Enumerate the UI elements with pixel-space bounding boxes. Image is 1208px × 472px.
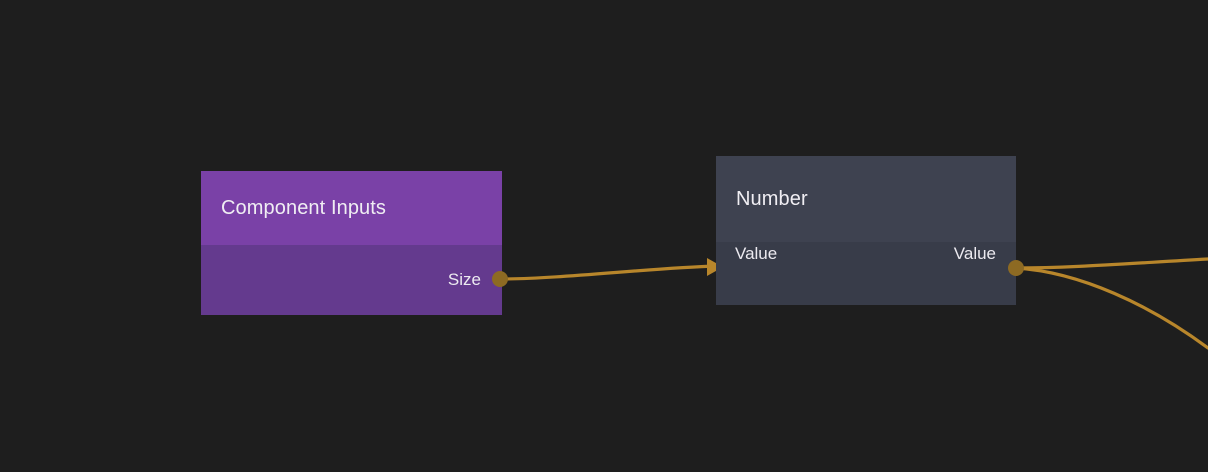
node-title: Number xyxy=(736,188,808,210)
node-component-inputs[interactable]: Component Inputs Size xyxy=(201,171,502,315)
output-port-label-value: Value xyxy=(953,243,996,263)
node-header[interactable]: Number xyxy=(716,156,1016,242)
node-title: Component Inputs xyxy=(221,197,387,219)
node-body: Size xyxy=(201,245,502,315)
edge-value-out-lower xyxy=(1014,266,1208,350)
output-port-label-size: Size xyxy=(447,269,481,289)
circle-port-icon-size-output[interactable] xyxy=(492,271,508,287)
node-body: Value Value xyxy=(716,242,1016,305)
edge-size-to-value xyxy=(498,264,718,281)
port-row-value[interactable]: Value Value xyxy=(716,242,1016,264)
output-port-row-size[interactable]: Size xyxy=(201,268,502,290)
input-port-label-value: Value xyxy=(735,243,778,263)
node-header[interactable]: Component Inputs xyxy=(201,171,502,245)
edge-value-out-upper xyxy=(1014,257,1208,270)
circle-port-icon-value-output[interactable] xyxy=(1008,260,1024,276)
node-number[interactable]: Number Value Value xyxy=(716,156,1016,305)
